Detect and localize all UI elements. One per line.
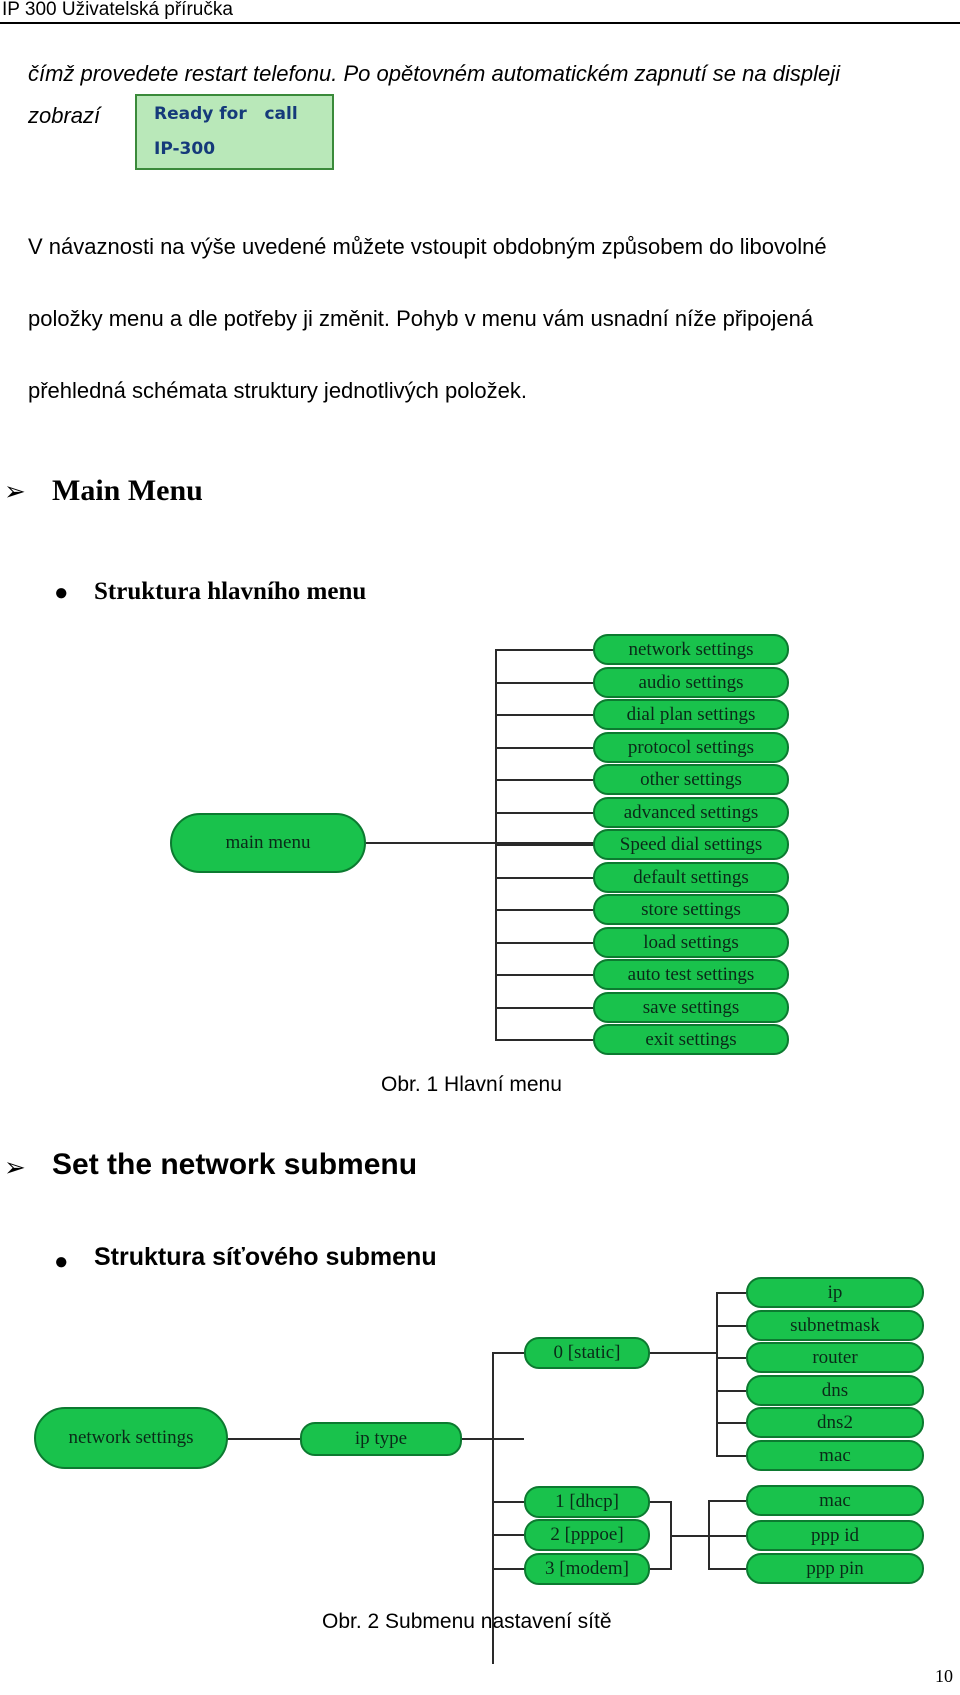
main-menu-item: advanced settings (593, 796, 789, 828)
connector (366, 842, 663, 844)
static-item: mac (746, 1439, 924, 1471)
static-item: ip (746, 1277, 924, 1308)
connector (716, 1292, 746, 1294)
modem-node: 3 [modem] (524, 1553, 650, 1585)
connector (492, 1352, 494, 1664)
static-item: router (746, 1342, 924, 1373)
network-settings-node: network settings (34, 1407, 228, 1469)
arrow-bullet-icon: ➢ (4, 476, 26, 506)
header-title: IP 300 Uživatelská příručka (2, 0, 233, 20)
phone-display: Ready for call IP-300 (135, 94, 334, 170)
section-heading-network-submenu: Set the network submenu (52, 1148, 418, 1181)
main-menu-item: store settings (593, 894, 789, 925)
display-line-2: IP-300 (154, 139, 216, 159)
dhcp-node: 1 [dhcp] (524, 1486, 650, 1518)
subheading-main-menu-structure: Struktura hlavního menu (94, 578, 367, 605)
connector (716, 1292, 718, 1456)
main-menu-item: save settings (593, 991, 789, 1023)
static-item: subnetmask (746, 1309, 924, 1341)
bullet-dot-icon: ● (54, 1248, 69, 1275)
connector (226, 1438, 300, 1440)
bullet-dot-icon: ● (54, 579, 69, 606)
connector (708, 1568, 746, 1570)
connector (708, 1500, 746, 1502)
main-menu-item: network settings (593, 634, 789, 665)
main-menu-item: exit settings (593, 1024, 789, 1055)
paragraph-line-2: položky menu a dle potřeby ji změnit. Po… (28, 306, 814, 331)
paragraph-line-1: V návaznosti na výše uvedené můžete vsto… (28, 234, 827, 259)
connector (716, 1422, 746, 1424)
figure-2-caption: Obr. 2 Submenu nastavení sítě (322, 1610, 612, 1633)
intro-line-2: zobrazí (28, 103, 101, 128)
section-heading-main-menu: Main Menu (52, 474, 203, 507)
ip-type-node: ip type (300, 1422, 462, 1456)
main-menu-item: load settings (593, 926, 789, 958)
connector (708, 1535, 746, 1537)
connector (670, 1535, 708, 1537)
main-menu-item: protocol settings (593, 731, 789, 763)
static-item: dns (746, 1374, 924, 1406)
main-menu-item: auto test settings (593, 959, 789, 990)
paragraph-line-3: přehledná schémata struktury jednotlivýc… (28, 378, 527, 403)
connector (716, 1357, 746, 1359)
main-menu-root-node: main menu (170, 813, 366, 873)
connector (650, 1501, 670, 1503)
connector (708, 1500, 710, 1569)
subheading-network-submenu-structure: Struktura síťového submenu (94, 1243, 437, 1271)
network-submenu-diagram: network settings ip type 0 [static] 1 [d… (32, 1272, 932, 1664)
dhcp-item: mac (746, 1485, 924, 1516)
connector (716, 1454, 746, 1457)
main-menu-item: dial plan settings (593, 699, 789, 730)
connector (716, 1324, 746, 1327)
dhcp-item: ppp pin (746, 1553, 924, 1584)
main-menu-item: default settings (593, 861, 789, 893)
page-header: IP 300 Uživatelská příručka (0, 0, 960, 24)
intro-line-1: čímž provedete restart telefonu. Po opět… (28, 61, 840, 86)
main-menu-item: other settings (593, 764, 789, 795)
dhcp-item: ppp id (746, 1520, 924, 1551)
arrow-bullet-icon: ➢ (4, 1152, 26, 1182)
main-menu-item: Speed dial settings (593, 829, 789, 860)
figure-1-caption: Obr. 1 Hlavní menu (381, 1073, 562, 1096)
display-line-1: Ready for call (154, 104, 298, 124)
main-menu-item: audio settings (593, 666, 789, 698)
static-item: dns2 (746, 1407, 924, 1438)
connector (650, 1568, 670, 1570)
connector (650, 1352, 716, 1354)
pppoe-node: 2 [pppoe] (524, 1519, 650, 1551)
page-number: 10 (935, 1666, 953, 1686)
connector (716, 1389, 746, 1392)
static-node: 0 [static] (524, 1337, 650, 1369)
